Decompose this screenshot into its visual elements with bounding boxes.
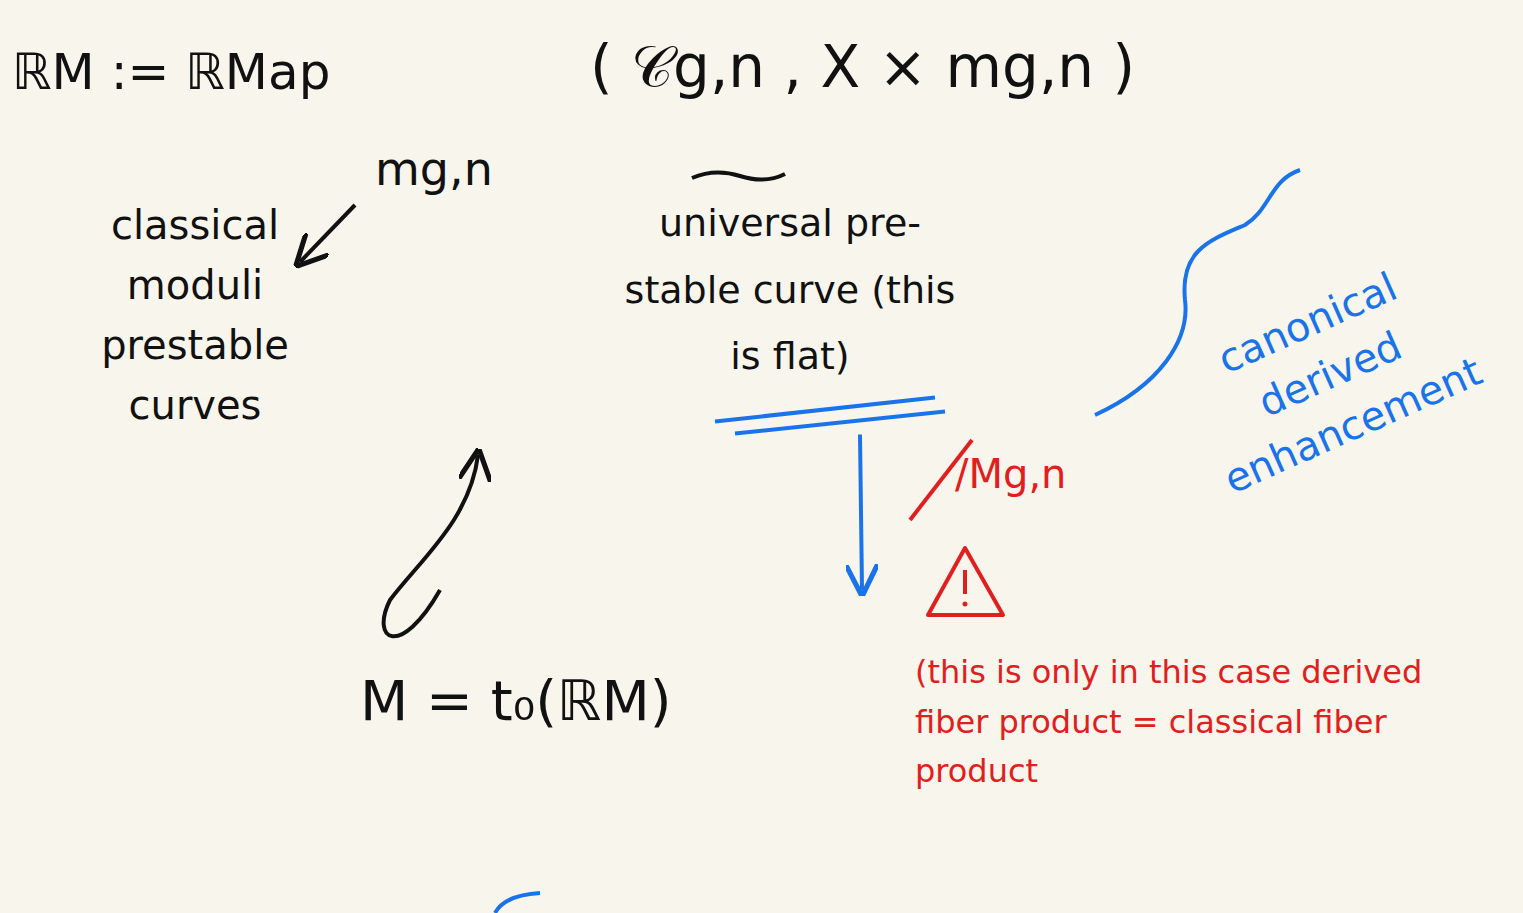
- curved-arrow: [384, 455, 478, 636]
- down-arrow: [860, 435, 862, 591]
- equation: M = t₀(ℝM): [360, 665, 672, 738]
- moduli-symbol: mg,n: [375, 140, 493, 200]
- definition-heading: ℝM := ℝMap: [12, 40, 330, 105]
- annotation: classical moduli prestable curves: [45, 195, 345, 435]
- warning-sign: [928, 548, 1003, 615]
- warning-note: (this is only in this case derived fiber…: [915, 648, 1505, 797]
- annotation-red: /Mg,n: [955, 448, 1066, 500]
- double-underline: [715, 398, 945, 434]
- tilde-mark: [692, 172, 785, 179]
- pointer-arrow: [300, 205, 355, 262]
- annotation-blue: canonical derived enhancement: [1150, 232, 1511, 516]
- partial-stroke: [495, 893, 540, 913]
- tuple-argument: ( 𝒞g,n , X × mg,n ): [590, 30, 1135, 105]
- annotation: universal pre-stable curve (this is flat…: [620, 190, 960, 390]
